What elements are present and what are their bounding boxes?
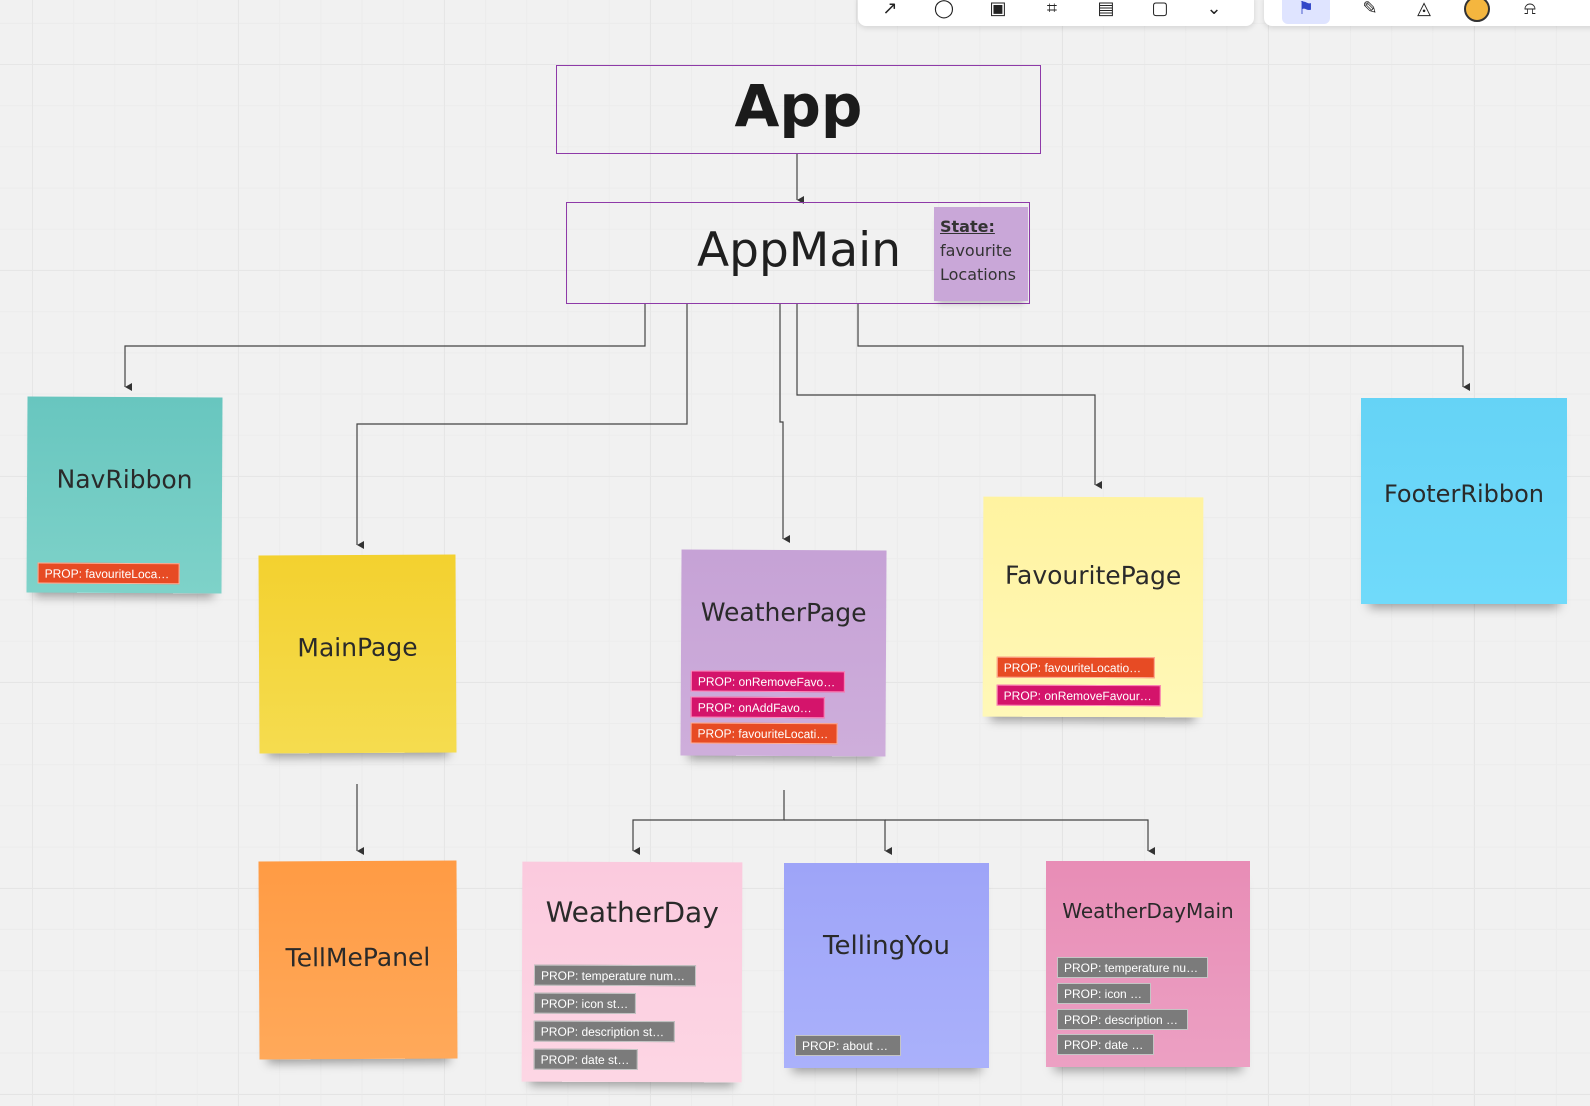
connector-weatherday	[632, 790, 785, 855]
prop-tag: PROP: date string	[1057, 1034, 1154, 1055]
lock-icon[interactable]: ▣	[989, 0, 1007, 19]
state-heading: State:	[940, 217, 995, 236]
connector-mainpage	[356, 304, 688, 549]
note-tellmepanel[interactable]: TellMePanel	[258, 860, 458, 1060]
prop-tag: PROP: description string	[533, 1020, 675, 1043]
connector-weatherpage	[779, 304, 790, 543]
connector-tellingyou	[784, 819, 892, 855]
note-title: WeatherDayMain	[1062, 899, 1234, 923]
note-weatherdaymain[interactable]: WeatherDayMain PROP: temperature number …	[1046, 861, 1250, 1067]
connector-footerribbon	[857, 304, 1470, 391]
prop-tag: PROP: onAddFavourite ()	[690, 696, 825, 719]
prop-tag: PROP: favouriteLocations []	[690, 722, 838, 745]
note-navribbon[interactable]: NavRibbon PROP: favouriteLocations []	[26, 396, 223, 594]
prop-tag: PROP: icon string	[1057, 983, 1151, 1004]
note-title: WeatherPage	[700, 597, 867, 628]
note-weatherpage[interactable]: WeatherPage PROP: onRemoveFavourite... P…	[680, 549, 887, 757]
prop-tag: PROP: onRemoveFavourite...	[996, 684, 1161, 707]
avatar-icon[interactable]	[1464, 0, 1490, 22]
connector-favouritepage	[796, 304, 1102, 489]
note-title: MainPage	[297, 632, 418, 663]
collab-toolbar: ⚑ ✎ ◬ ⍾	[1264, 0, 1590, 26]
prop-tag: PROP: icon string	[533, 992, 636, 1015]
state-note[interactable]: State: favourite Locations	[934, 207, 1028, 301]
connector-navribbon	[124, 304, 646, 391]
state-line-2: Locations	[940, 265, 1017, 284]
app-title: App	[734, 72, 863, 140]
note-title: NavRibbon	[56, 464, 193, 495]
doc-icon[interactable]: ▢	[1151, 0, 1169, 19]
pen-icon[interactable]: ✎	[1362, 0, 1378, 19]
note-title: TellMePanel	[285, 942, 431, 973]
arrow-icon[interactable]: ↗	[882, 0, 898, 19]
prop-tag: PROP: about string	[795, 1035, 901, 1056]
note-title: TellingYou	[823, 931, 950, 961]
note-title: FooterRibbon	[1383, 480, 1545, 508]
prop-tag: PROP: temperature number	[1057, 957, 1208, 978]
note-footerribbon[interactable]: FooterRibbon	[1361, 398, 1567, 604]
comment-icon[interactable]: ◬	[1417, 0, 1431, 19]
prop-tag: PROP: description string	[1057, 1009, 1188, 1030]
prop-tag: PROP: onRemoveFavourite...	[690, 670, 845, 693]
note-tellingyou[interactable]: TellingYou PROP: about string	[784, 863, 989, 1068]
paste-icon[interactable]: ▤	[1097, 0, 1115, 19]
note-mainpage[interactable]: MainPage	[258, 554, 457, 754]
state-line-1: favourite	[940, 241, 1012, 260]
chevron-down-icon[interactable]: ⌄	[1206, 0, 1222, 19]
appmain-title: AppMain	[696, 223, 902, 278]
note-favouritepage[interactable]: FavouritePage PROP: favouriteLocations […	[982, 496, 1204, 718]
connector-weatherdaymain	[885, 819, 1155, 855]
reaction-icon[interactable]: ⚑	[1282, 0, 1330, 24]
note-title: FavouritePage	[1004, 560, 1182, 591]
appmain-frame[interactable]: AppMain State: favourite Locations	[566, 202, 1030, 304]
note-weatherday[interactable]: WeatherDay PROP: temperature number PROP…	[521, 861, 743, 1083]
prop-tag: PROP: temperature number	[533, 964, 697, 987]
prop-tag: PROP: favouriteLocations []	[37, 562, 180, 585]
frame-icon[interactable]: ⌗	[1046, 0, 1058, 19]
prop-tag: PROP: date string	[533, 1048, 638, 1071]
circle-icon[interactable]: ◯	[933, 0, 955, 19]
note-title: WeatherDay	[545, 895, 719, 930]
app-frame[interactable]: App	[556, 65, 1041, 154]
board-toolbar: ↗ ◯ ▣ ⌗ ▤ ▢ ⌄	[858, 0, 1254, 26]
bell-icon[interactable]: ⍾	[1524, 0, 1536, 19]
prop-tag: PROP: favouriteLocations []	[996, 656, 1155, 679]
